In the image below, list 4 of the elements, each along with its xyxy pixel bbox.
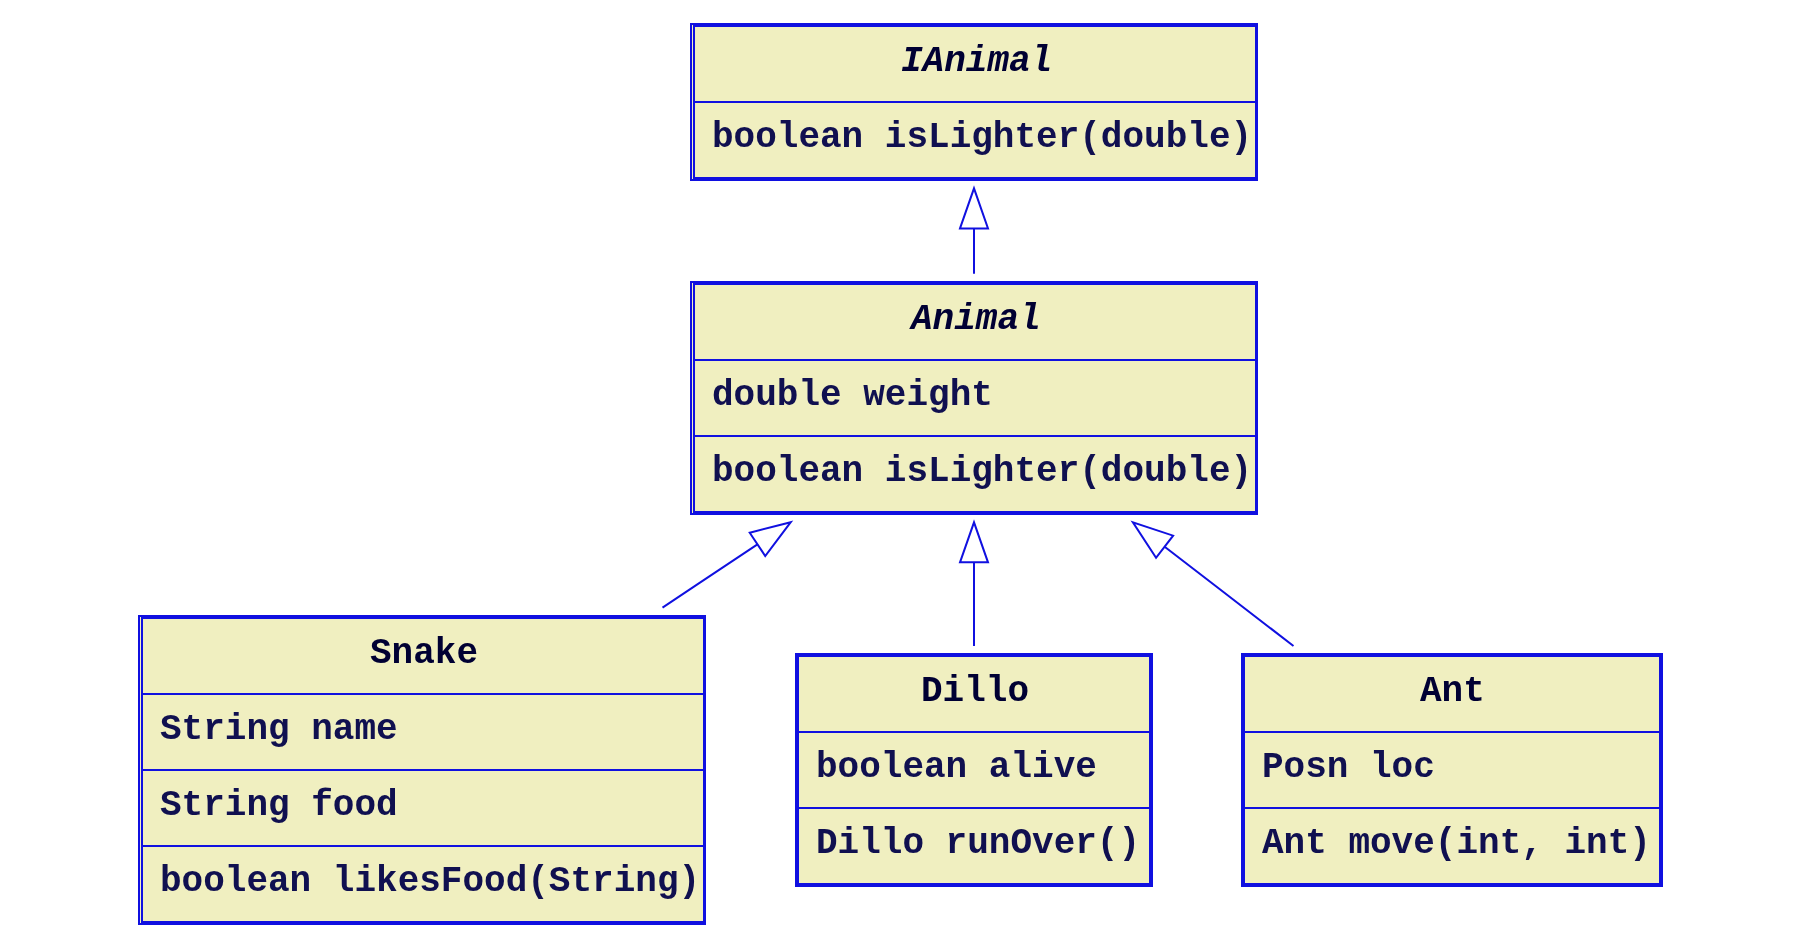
- arrow: [1130, 520, 1295, 647]
- arrow: [661, 520, 794, 609]
- arrow: [958, 185, 990, 275]
- arrow: [958, 519, 990, 647]
